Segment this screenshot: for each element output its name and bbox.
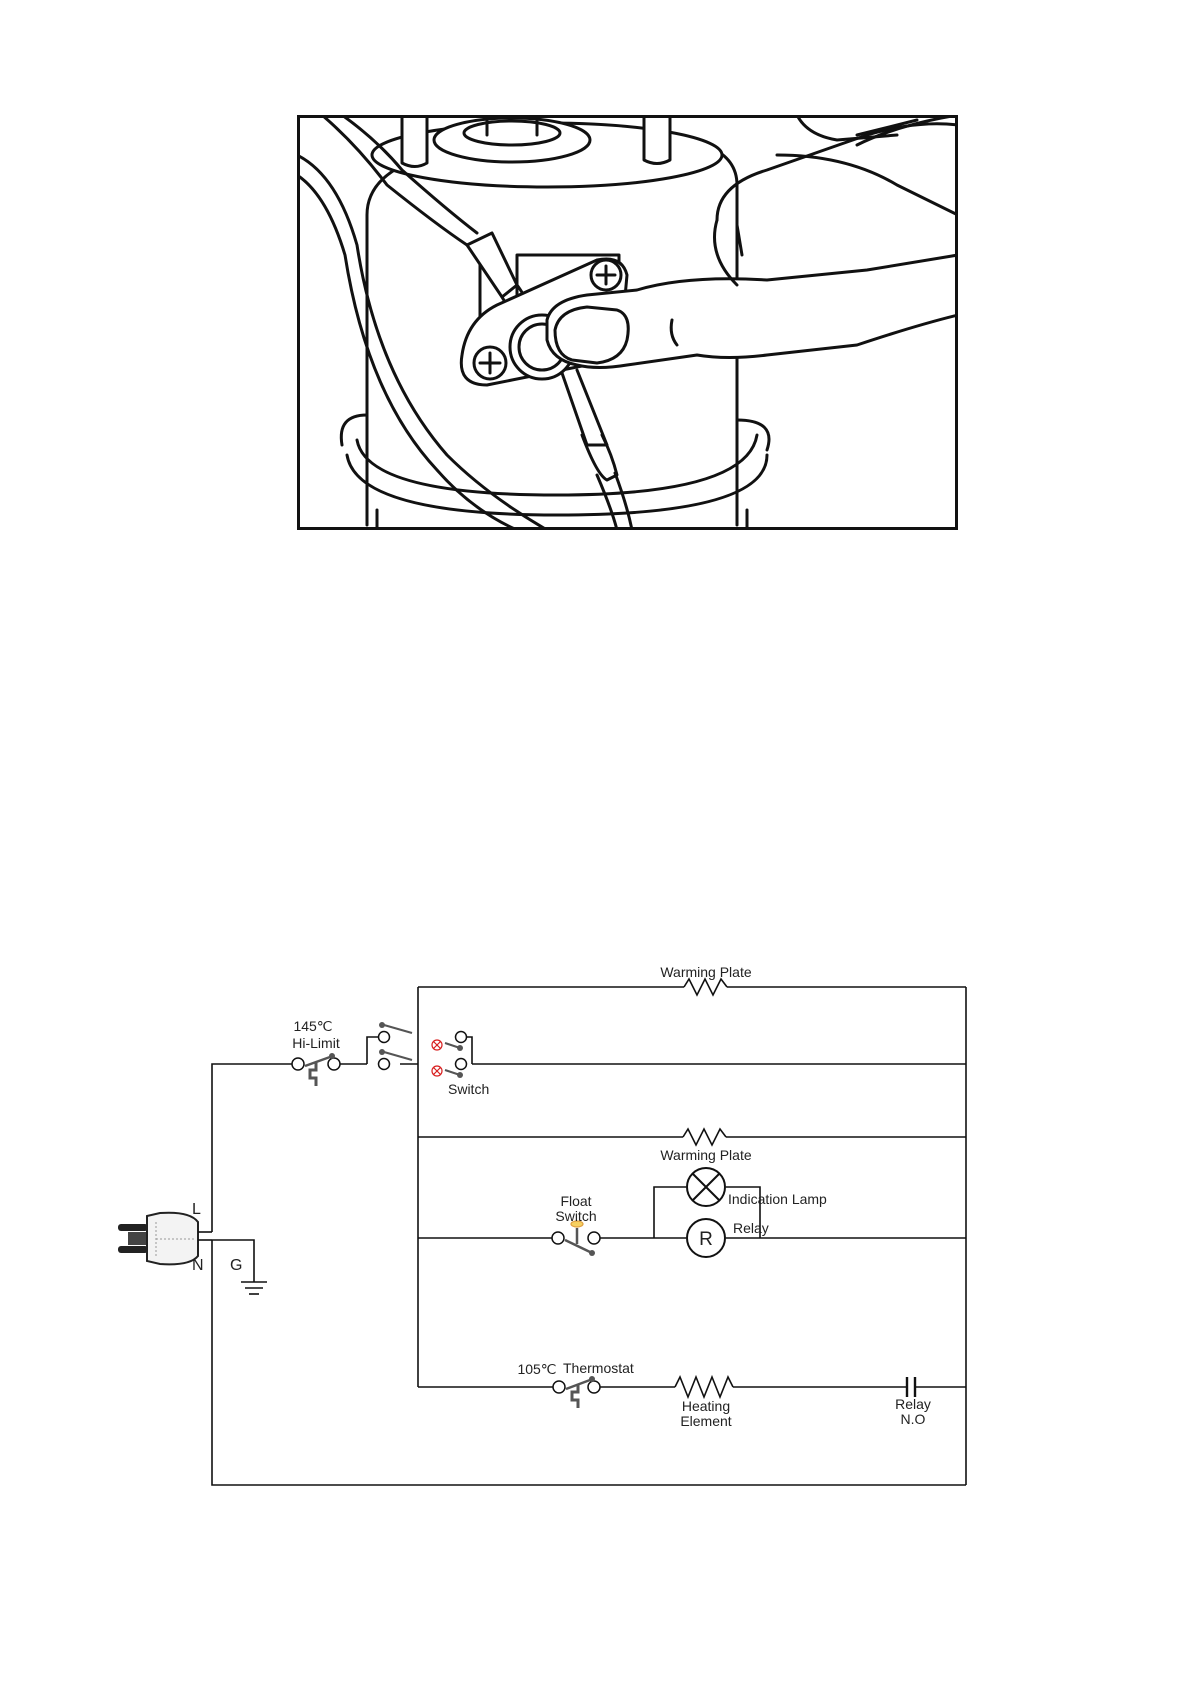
relay-no-label-line1: Relay — [895, 1396, 931, 1412]
thermostat-illustration — [297, 115, 958, 530]
illustration-drawing — [297, 115, 958, 530]
hi-limit-switch — [292, 1053, 340, 1086]
plug-line-label: L — [192, 1201, 201, 1218]
warming-plate-top-label: Warming Plate — [660, 964, 752, 980]
thermostat-label: Thermostat — [563, 1360, 634, 1376]
ground-label: G — [230, 1257, 242, 1274]
warming-plate-top-resistor — [684, 979, 727, 995]
switch-label: Switch — [448, 1081, 489, 1097]
line-wire — [212, 1064, 292, 1232]
heating-element-resistor — [675, 1377, 733, 1397]
thermostat-switch — [553, 1376, 600, 1408]
float-switch-label-line2: Switch — [555, 1208, 596, 1224]
thermostat-temp-label: 105℃ — [517, 1361, 556, 1377]
hi-limit-label: Hi-Limit — [292, 1035, 340, 1051]
float-switch-label-line1: Float — [560, 1193, 591, 1209]
float-switch — [552, 1221, 600, 1256]
relay-label: Relay — [733, 1220, 769, 1236]
relay-symbol-letter: R — [699, 1229, 713, 1250]
main-switch — [379, 1022, 467, 1078]
warming-plate-mid-label: Warming Plate — [660, 1147, 752, 1163]
wiring-diagram-svg: Warming Plate 145℃ Hi-Limit Switch Warmi… — [0, 940, 1192, 1500]
heating-element-label-line1: Heating — [682, 1398, 730, 1414]
switch-indicator-lamp-2 — [432, 1066, 442, 1076]
heating-element-label-line2: Element — [680, 1413, 731, 1429]
indication-lamp-symbol — [687, 1168, 725, 1206]
relay-no-label-line2: N.O — [901, 1411, 926, 1427]
switch-indicator-lamp-1 — [432, 1040, 442, 1050]
hi-limit-temp-label: 145℃ — [293, 1018, 332, 1034]
indication-lamp-label: Indication Lamp — [728, 1191, 827, 1207]
wiring-diagram: Warming Plate 145℃ Hi-Limit Switch Warmi… — [0, 940, 1192, 1500]
plug-neutral-label: N — [192, 1257, 204, 1274]
warming-plate-mid-resistor — [683, 1129, 726, 1145]
